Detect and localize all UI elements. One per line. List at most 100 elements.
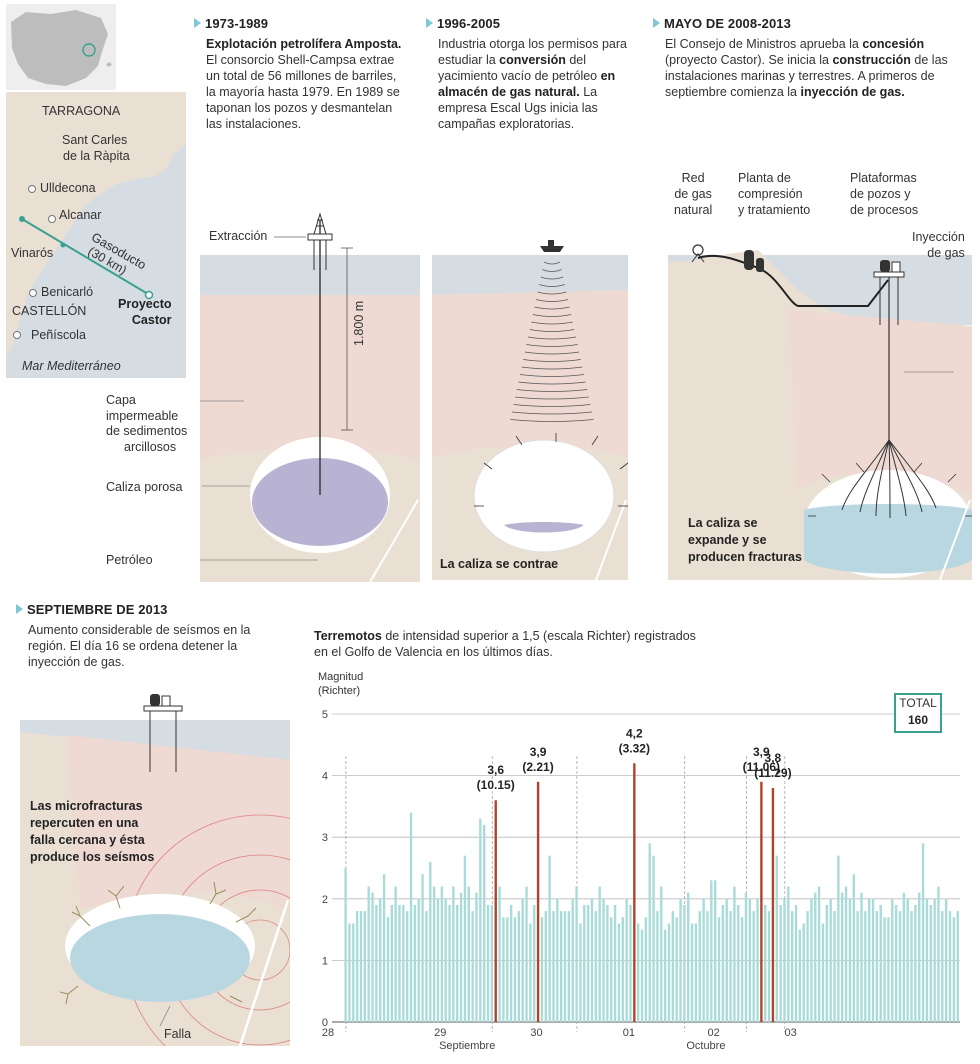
seismic-wave-arc [523, 359, 581, 362]
bar [413, 904, 417, 1022]
bar [386, 917, 390, 1022]
bar [544, 911, 547, 1022]
bar [486, 904, 490, 1022]
bar [559, 911, 563, 1022]
section2-heading: 1996-2005 [426, 16, 500, 31]
bar [636, 923, 640, 1022]
d4-fault-pointer [159, 1005, 171, 1027]
bar [948, 911, 952, 1022]
total-label: TOTAL [899, 696, 937, 710]
y-tick-label: 5 [322, 709, 328, 721]
seismic-wave-arc [542, 269, 562, 272]
bar [359, 911, 363, 1022]
seismic-wave-arc [540, 276, 564, 280]
bar [475, 892, 478, 1022]
bar [402, 904, 405, 1022]
map-place-la-rapita: de la Ràpita [63, 149, 130, 163]
bar [779, 904, 782, 1022]
x-tick-label: 02 [707, 1027, 719, 1039]
bar [452, 886, 455, 1022]
bar [941, 911, 944, 1022]
pipeline-mid-dot [60, 242, 66, 248]
map-place-peniscola: Peñíscola [31, 328, 86, 342]
bar [871, 898, 875, 1022]
x-tick-label: 29 [434, 1027, 446, 1039]
bar [556, 898, 559, 1022]
bar [640, 929, 644, 1022]
bar [883, 917, 886, 1022]
d2-fault-line [595, 499, 627, 580]
bar [817, 886, 821, 1022]
bar [764, 904, 767, 1022]
bar [525, 886, 528, 1022]
bar [652, 855, 655, 1022]
d3-gas-network-node-icon [692, 244, 704, 256]
pipeline-line [21, 218, 149, 295]
bar [617, 923, 621, 1022]
seismic-wave-arc [510, 419, 594, 422]
d2-survey-ship-icon [540, 246, 564, 252]
seismic-wave-arc [513, 404, 591, 407]
bar [663, 929, 667, 1022]
d3-platform-module-2 [891, 261, 901, 273]
bar [429, 861, 432, 1022]
x-month-label: Septiembre [439, 1040, 495, 1052]
y-tick-label: 4 [322, 771, 328, 783]
bar [613, 904, 617, 1022]
seismic-wave-arc [527, 336, 577, 340]
bar [517, 911, 521, 1022]
section3-body: El Consejo de Ministros aprueba la conce… [665, 37, 948, 99]
d1-limestone-label: Caliza porosa [106, 480, 183, 494]
bar [579, 923, 582, 1022]
d2-sea-layer [432, 255, 628, 295]
bar [513, 917, 517, 1022]
d2-seismic-waves [510, 261, 594, 422]
x-tick-label: 01 [623, 1027, 635, 1039]
section4-body: Aumento considerable de seísmos en la re… [28, 623, 251, 669]
bar [675, 917, 678, 1022]
bar [586, 904, 590, 1022]
bar [921, 843, 925, 1022]
map-svg [6, 4, 186, 378]
bar [902, 892, 906, 1022]
bar [379, 898, 382, 1022]
section1-bold: Explotación petrolífera Amposta. [206, 37, 402, 51]
bar [894, 904, 898, 1022]
bar [398, 904, 401, 1022]
highlight-magnitude-label: 3,8 [765, 751, 782, 765]
seismic-wave-arc [532, 314, 572, 317]
bar [382, 874, 386, 1022]
bar [702, 898, 705, 1022]
chart-intro-bold: Terremotos [314, 629, 382, 643]
d2-clay-layer [432, 290, 628, 458]
bar [448, 904, 451, 1022]
bar [752, 911, 755, 1022]
highlight-magnitude-label: 3,9 [530, 745, 547, 759]
bar [533, 904, 536, 1022]
bar [756, 898, 759, 1022]
total-box: TOTAL 160 [894, 693, 942, 733]
map-place-sant-carles: Sant Carles [62, 133, 128, 147]
bar [598, 886, 601, 1022]
section2-body: Industria otorga los permisos para estud… [438, 37, 627, 131]
d4-fault-line [238, 899, 290, 1046]
d1-clay-sediment-layer [200, 295, 420, 460]
x-month-label: Octubre [686, 1040, 725, 1052]
map-project-label-2: Castor [131, 313, 172, 327]
total-value: 160 [907, 713, 929, 727]
bar [421, 874, 424, 1022]
x-tick-label: 28 [322, 1027, 334, 1039]
d1-derrick-icon [313, 212, 327, 235]
bar [456, 904, 459, 1022]
highlight-bar [760, 781, 763, 1022]
bar [621, 917, 624, 1022]
d2-contracted-limestone [473, 439, 615, 553]
bar [432, 886, 436, 1022]
bar [444, 898, 447, 1022]
seismic-wave-arc [511, 411, 593, 415]
bar [548, 855, 551, 1022]
bar [887, 917, 890, 1022]
